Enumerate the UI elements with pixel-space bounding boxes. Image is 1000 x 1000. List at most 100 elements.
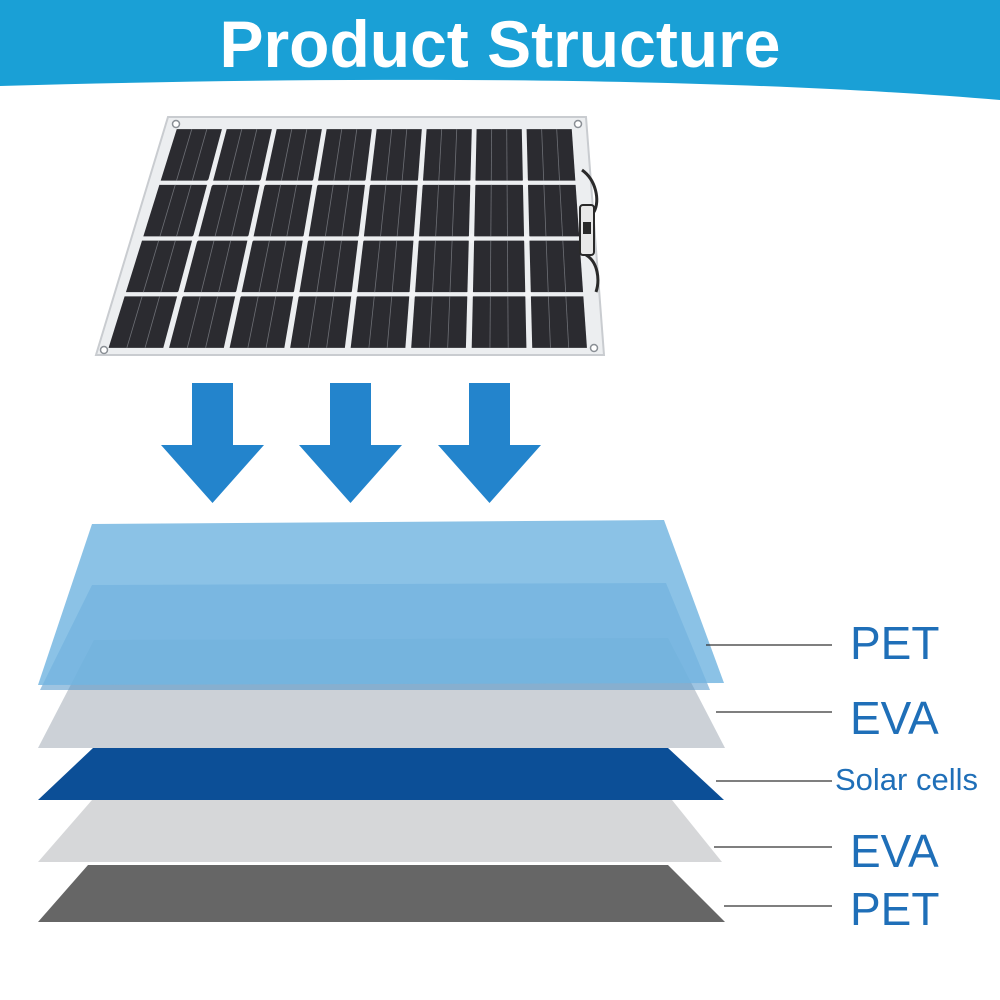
cell-corner-diamond [520, 177, 531, 188]
cell-busbar [326, 296, 335, 348]
cell-corner-diamond [407, 289, 418, 300]
cell-busbar [316, 240, 326, 293]
cell-busbar [258, 240, 270, 293]
banner-shape [0, 0, 1000, 100]
cell-busbar [231, 184, 245, 237]
panel-cell [411, 296, 468, 348]
cell-busbar [543, 184, 547, 237]
panel-cell [143, 184, 207, 237]
panel-cell [530, 296, 587, 348]
layer-pet-top [38, 520, 724, 685]
cell-busbar [244, 129, 258, 181]
panel-cell [299, 240, 359, 293]
cell-busbar [200, 240, 215, 293]
panel-cell [108, 296, 178, 348]
layer-pet-bottom [38, 865, 725, 922]
panel-cell [370, 129, 422, 181]
cell-busbar [276, 240, 287, 293]
cell-busbar [191, 129, 208, 181]
cell-busbar [247, 296, 259, 348]
cell-busbar [341, 184, 350, 237]
cell-corner-diamond [175, 289, 186, 300]
cell-busbar [126, 296, 143, 348]
cell-busbar [432, 240, 436, 293]
cell-busbar [380, 184, 387, 237]
cell-corner-diamond [362, 177, 373, 188]
cell-busbar [386, 296, 393, 348]
cell-busbar [349, 129, 358, 181]
panel-cell [318, 129, 372, 181]
layer-label-pet-top: PET [850, 617, 940, 669]
panel-cell [472, 240, 526, 293]
cell-busbar [451, 184, 455, 237]
cell-corner-diamond [245, 233, 256, 244]
panel-cell [357, 240, 414, 293]
panel-cell [529, 240, 584, 293]
cell-busbar [269, 184, 281, 237]
cell-busbar [228, 129, 243, 181]
panel-cell [125, 240, 193, 293]
layer-eva-lower [38, 800, 722, 862]
cell-corner-diamond [465, 289, 476, 300]
panel-cell [308, 184, 365, 237]
cell-busbar [374, 240, 381, 293]
cell-busbar [438, 129, 443, 181]
layer-solar-cells [38, 748, 724, 800]
cell-busbar [547, 296, 551, 348]
layer-label-eva-upper: EVA [850, 692, 939, 744]
arrow-down-icon [438, 383, 541, 503]
cell-busbar [142, 240, 160, 293]
layer-label-eva-lower: EVA [850, 825, 939, 877]
cell-corner-diamond [467, 177, 478, 188]
cell-busbar [565, 296, 570, 348]
cell-busbar [307, 296, 317, 348]
panel-cell [253, 184, 313, 237]
cell-busbar [186, 296, 201, 348]
panel-cell [290, 296, 352, 348]
cell-busbar [205, 296, 219, 348]
cell-corner-diamond [349, 289, 360, 300]
panel-cell [363, 184, 418, 237]
page-title: Product Structure [219, 7, 781, 81]
cell-busbar [368, 296, 375, 348]
cell-busbar [281, 129, 293, 181]
cell-busbar [556, 129, 560, 181]
cell-busbar [265, 296, 277, 348]
cell-busbar [454, 129, 458, 181]
cell-busbar [176, 184, 192, 237]
layer-label-solar-cells: Solar cells [835, 762, 978, 797]
panel-cell [415, 240, 469, 293]
panel-cell [241, 240, 303, 293]
panel-cell [474, 184, 525, 237]
cell-busbar [545, 240, 549, 293]
cell-busbar [333, 240, 342, 293]
cell-busbar [559, 184, 563, 237]
cell-corner-diamond [411, 233, 422, 244]
cell-busbar [401, 129, 408, 181]
title-banner: Product Structure [0, 0, 1000, 100]
cell-busbar [429, 296, 433, 348]
panel-cells [108, 129, 587, 348]
cell-busbar [435, 184, 439, 237]
panel-cell [528, 184, 580, 237]
cell-busbar [449, 240, 453, 293]
cell-corner-diamond [521, 233, 532, 244]
cell-busbar [286, 184, 297, 237]
cell-busbar [391, 240, 398, 293]
cell-busbar [385, 129, 393, 181]
arrow-down-icon [299, 383, 402, 503]
cell-corner-diamond [233, 289, 244, 300]
cell-corner-diamond [205, 177, 216, 188]
cell-busbar [396, 184, 403, 237]
cell-corner-diamond [300, 233, 311, 244]
cell-busbar [296, 129, 308, 181]
cell-busbar [159, 184, 176, 237]
cell-busbar [324, 184, 334, 237]
cell-busbar [176, 129, 193, 181]
panel-cell [526, 129, 576, 181]
cell-busbar [562, 240, 567, 293]
cell-busbar [541, 129, 545, 181]
cell-corner-diamond [415, 177, 426, 188]
panel-cell [475, 129, 523, 181]
